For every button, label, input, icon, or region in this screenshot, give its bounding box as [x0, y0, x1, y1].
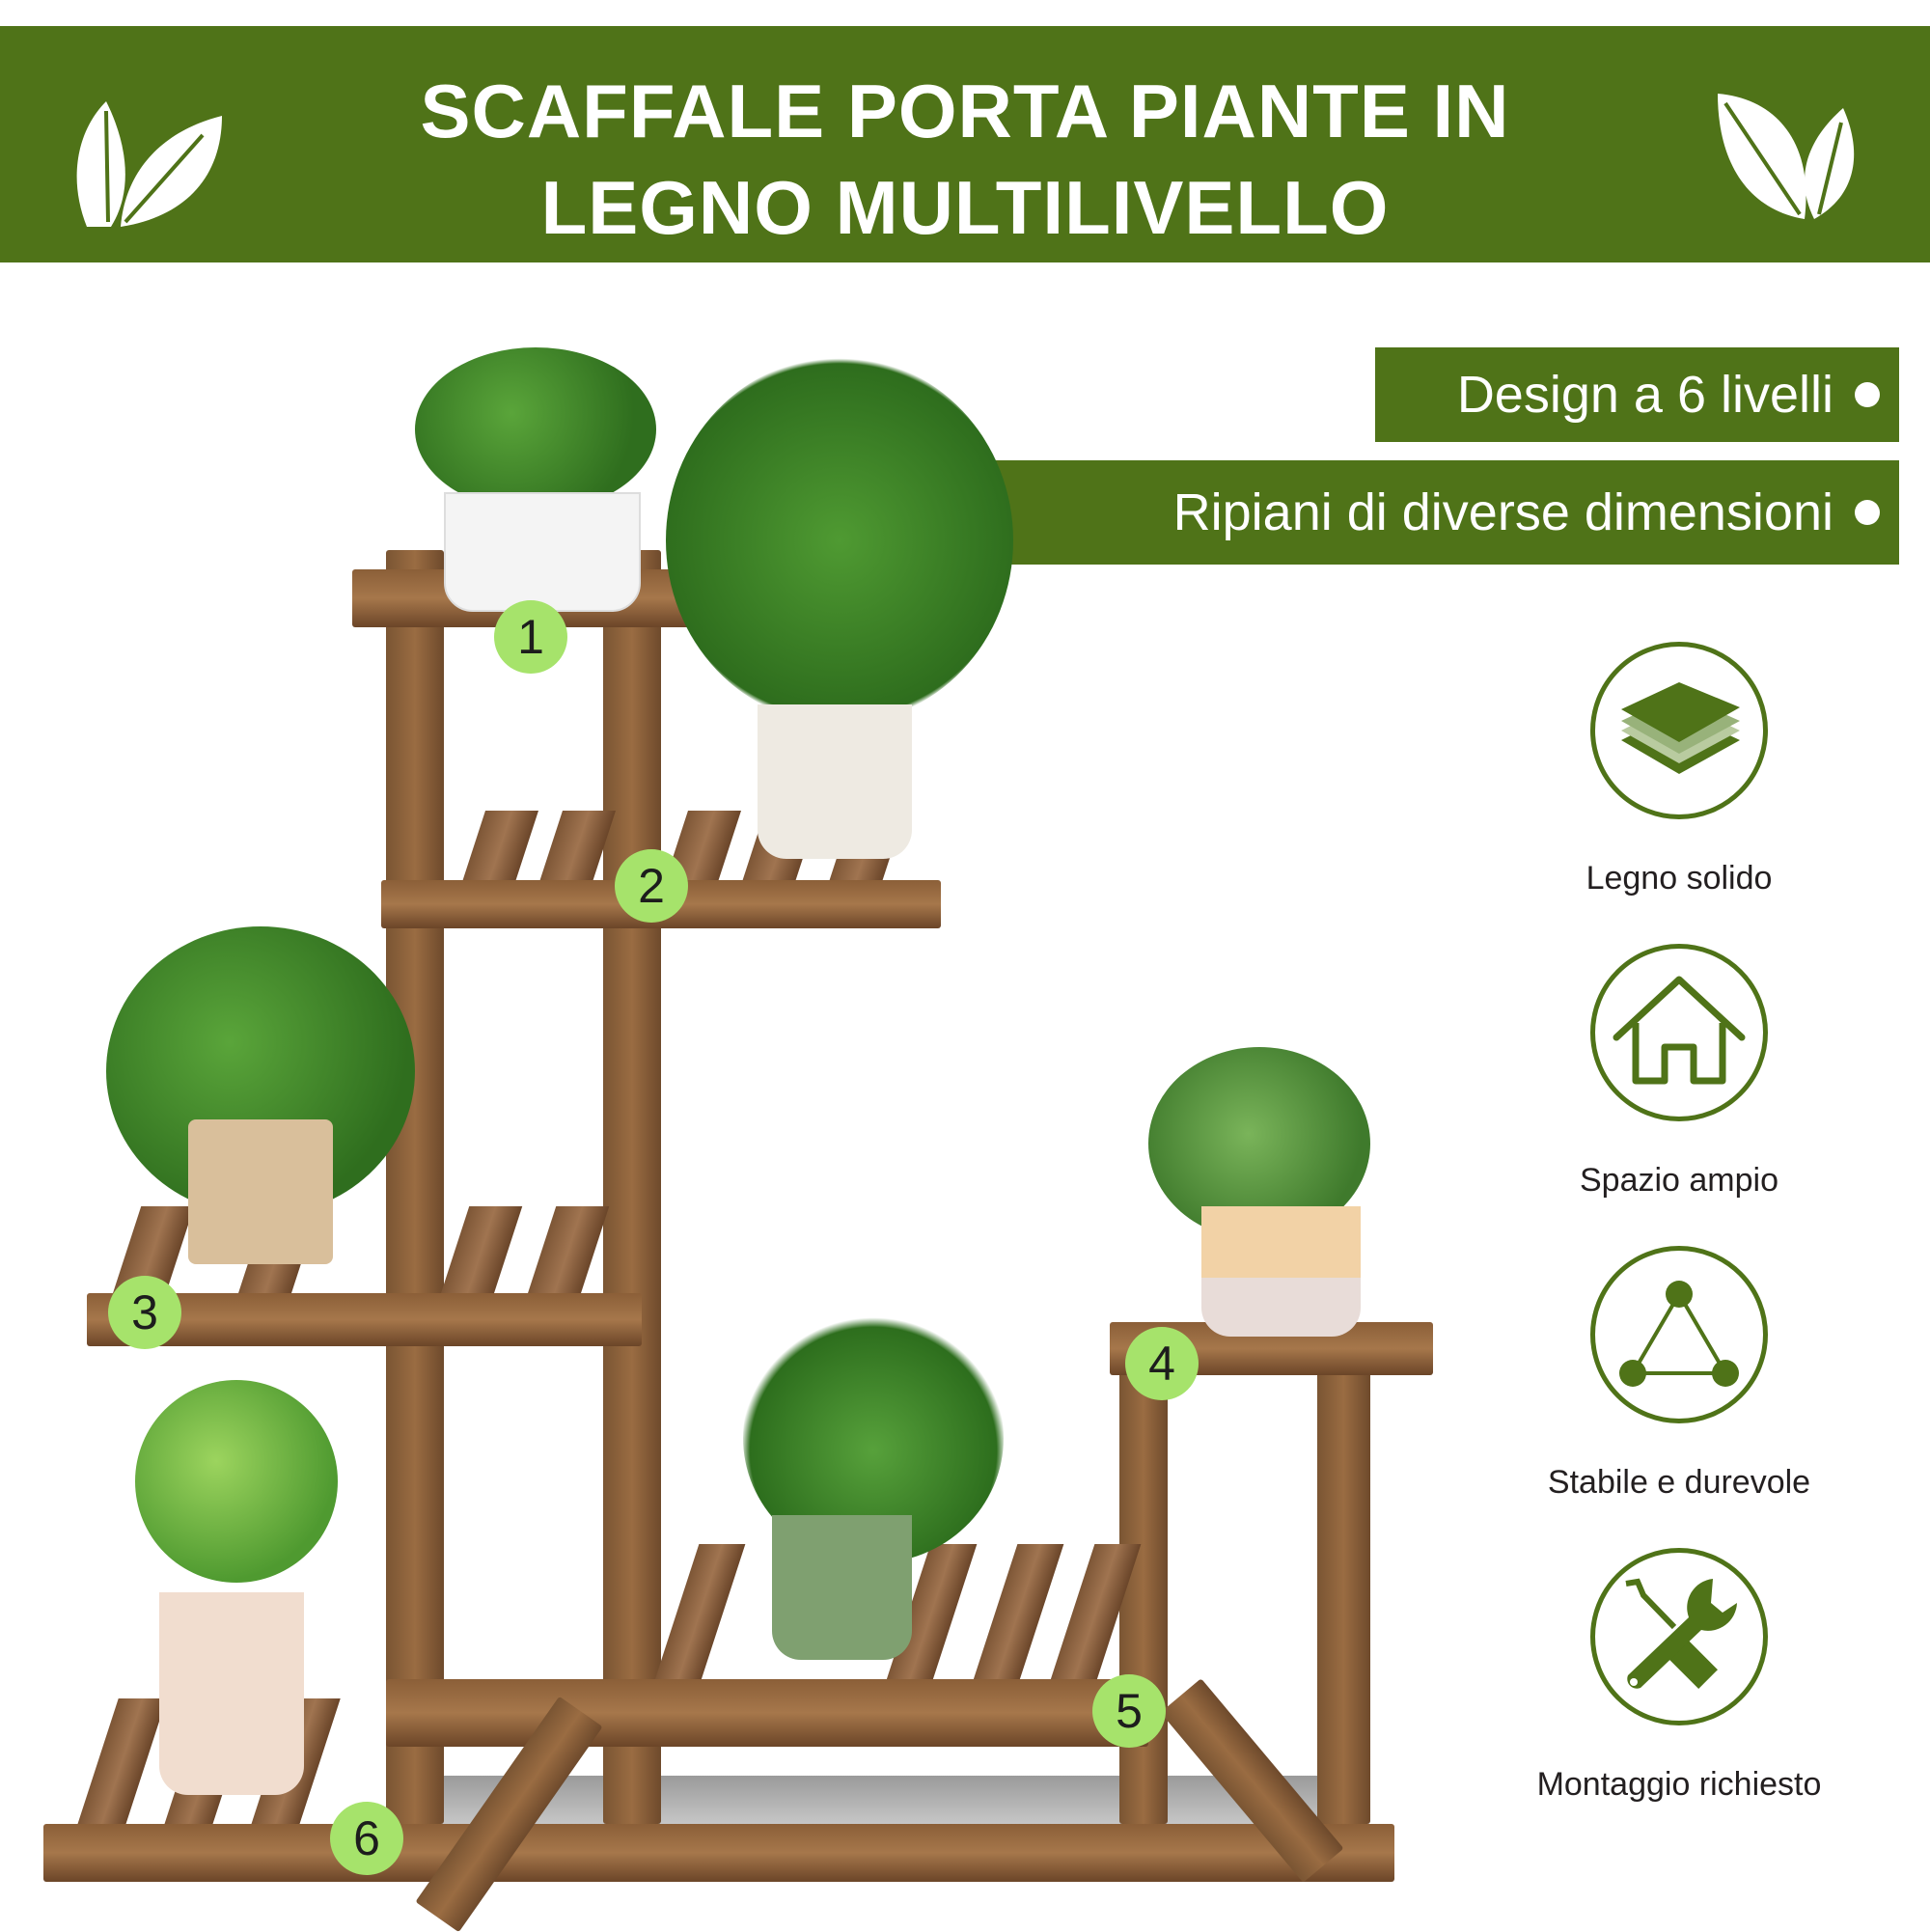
pot-burlap: [188, 1119, 333, 1264]
plant-jade: [415, 347, 656, 511]
slat: [437, 1206, 523, 1303]
feature-label: Legno solido: [1585, 860, 1773, 897]
shelf-6: [43, 1824, 1394, 1882]
pot-terracotta: [159, 1592, 304, 1795]
house-icon: [1613, 976, 1746, 1085]
title-line-1: SCAFFALE PORTA PIANTE IN: [420, 69, 1510, 153]
feature-badge-shelves: Ripiani di diverse dimensioni: [992, 460, 1899, 565]
shelf-marker-2: 2: [615, 849, 688, 923]
pot-green: [772, 1515, 912, 1660]
plant-palm: [666, 357, 1013, 724]
pot-peach: [1201, 1206, 1361, 1337]
leaf-icon: [76, 101, 222, 227]
feature-label: Montaggio richiesto: [1536, 1766, 1822, 1803]
shelf-5: [386, 1679, 1148, 1747]
slat: [651, 1544, 746, 1689]
product-photo: 1 2 3 4 5 6: [0, 290, 1448, 1932]
pot-cream: [758, 704, 912, 859]
slat: [524, 1206, 610, 1303]
badge-text: Design a 6 livelli: [1456, 366, 1834, 424]
feature-assembly: Montaggio richiesto: [1525, 1548, 1834, 1804]
shelf-marker-5: 5: [1092, 1674, 1166, 1748]
feature-stable: Stabile e durevole: [1525, 1246, 1834, 1502]
plant-topiary: [135, 1380, 338, 1583]
leg: [603, 550, 661, 1824]
feature-badge-levels: Design a 6 livelli: [1375, 347, 1899, 442]
dot-icon: [1855, 500, 1880, 525]
feature-solid-wood: Legno solido: [1525, 642, 1834, 897]
badge-text: Ripiani di diverse dimensioni: [1172, 483, 1834, 541]
shelf-marker-1: 1: [494, 600, 567, 674]
shelf-marker-4: 4: [1125, 1327, 1199, 1400]
page-title: SCAFFALE PORTA PIANTE IN LEGNO MULTILIVE…: [0, 63, 1930, 256]
icon-circle: [1590, 944, 1768, 1121]
shelf-marker-3: 3: [108, 1276, 181, 1349]
pot-white: [444, 492, 641, 612]
feature-label: Stabile e durevole: [1547, 1464, 1811, 1501]
feature-spacious: Spazio ampio: [1525, 944, 1834, 1200]
shelf-marker-6: 6: [330, 1802, 403, 1875]
slat: [74, 1698, 167, 1834]
leaf-icon: [1718, 94, 1855, 219]
leg: [386, 550, 444, 1824]
layers-icon: [1621, 682, 1740, 774]
icon-circle: [1590, 642, 1768, 819]
icon-circle: [1590, 1246, 1768, 1423]
leg: [1317, 1351, 1370, 1824]
dot-icon: [1855, 382, 1880, 407]
feature-label: Spazio ampio: [1579, 1162, 1778, 1199]
slat: [970, 1544, 1064, 1689]
triangle-nodes-icon: [1619, 1281, 1739, 1387]
title-banner: SCAFFALE PORTA PIANTE IN LEGNO MULTILIVE…: [0, 26, 1930, 262]
icon-circle: [1590, 1548, 1768, 1725]
title-line-2: LEGNO MULTILIVELLO: [540, 165, 1390, 250]
wrench-screwdriver-icon: [1625, 1578, 1737, 1689]
slat: [460, 811, 538, 888]
